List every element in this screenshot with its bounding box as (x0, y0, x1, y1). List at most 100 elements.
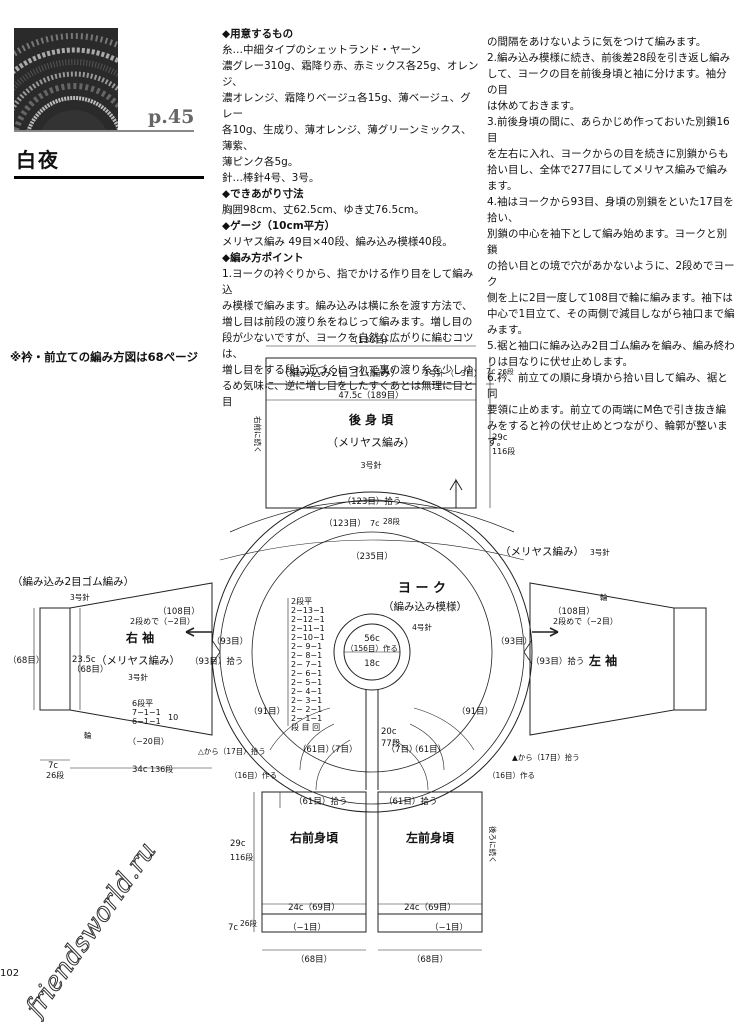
yoke-sleeve-left: （93目） (212, 636, 248, 647)
back-body-shape (265, 357, 477, 509)
points-line: 増し目は前段の渡り糸をねじって編みます。増し目の (222, 316, 473, 328)
points-line: みます。 (487, 324, 528, 336)
points-line: みをすると衿の伏せ止めとつながり、輪郭が整います。 (487, 420, 728, 448)
points-line: るめ気味に、逆に増し目をしたすぐあとは無理に目と目 (222, 380, 474, 408)
inc-row: 2− 7−1 (291, 660, 322, 669)
right-front-rib-len: 7c (228, 923, 238, 933)
points-line: 要領に止めます。前立ての両端にM色で引き抜き編 (487, 404, 727, 416)
front-left-guides (269, 707, 351, 791)
sweater-yoke-photo (14, 28, 118, 132)
yoke-pattern: （編み込み模様） (383, 600, 467, 613)
right-sleeve-underarm: △から（17目）拾う (198, 746, 266, 756)
materials-line: 糸…中細タイプのシェットランド・ヤーン (222, 44, 421, 56)
right-sleeve-cuff (39, 607, 71, 711)
left-front-shape (377, 791, 483, 933)
right-sleeve-rib-needle: 3号針 (70, 592, 90, 602)
title-underline (14, 176, 204, 179)
back-width: 47.5c（189目） (338, 390, 403, 401)
points-line: 1.ヨークの衿ぐりから、指でかける作り目をして編み込 (222, 268, 474, 296)
gauge-text: メリヤス編み 49目×40段、編み込み模様40段。 (222, 236, 453, 248)
inc-row: 2− 2−1 (291, 705, 322, 714)
right-front-shape (261, 791, 367, 933)
neck-outer-circle (333, 613, 411, 691)
back-rib-rows: 26段 (498, 367, 514, 376)
materials-line: 各10g、生成り、薄オレンジ、薄グリーンミックス、薄紫、 (222, 124, 472, 152)
points-line: 4.袖はヨークから93目、身頃の別鎖をといた17目を拾い、 (487, 196, 734, 224)
right-sleeve-stitch: （メリヤス編み） (96, 654, 180, 667)
yoke-inc-right: （91目） (457, 706, 493, 717)
points-line: 増し目をする段に近づくにつれて裏の渡り糸を少しゆ (222, 364, 474, 376)
left-front-pickup: （61目）拾う (384, 796, 437, 807)
page-number: 102 (0, 968, 20, 979)
right-front-title: 右前身頃 (289, 830, 339, 845)
inc-row: 2−10−1 (291, 633, 325, 642)
right-sleeve-body (69, 582, 213, 736)
points-line: は休めておきます。 (487, 100, 581, 112)
inc-row: 2− 4−1 (291, 687, 322, 696)
materials-line: 薄ピンク各5g。 (222, 156, 299, 168)
back-stitch: （メリヤス編み） (327, 435, 415, 449)
yoke-needle: 4号針 (412, 622, 432, 632)
yoke-stitch-needle: 3号針 (590, 547, 610, 557)
points-line: を左右に入れ、ヨークからの目を続きに別鎖からも (487, 148, 729, 160)
back-ribbing-label: （編み込み2目ゴム編み） (279, 366, 401, 379)
right-front-pickup: （61目）拾う (294, 796, 347, 807)
back-body-title: 後 身 頃 (349, 412, 394, 427)
points-line: 3.前後身頃の間に、あらかじめ作っておいた別鎖16目 (487, 116, 730, 144)
left-front-rib-dec: （−1目） (430, 922, 468, 933)
right-sleeve-ribbing: （編み込み2目ゴム編み） (12, 575, 134, 588)
left-sleeve-cuff (674, 607, 707, 711)
points-line: 6.衿、前立ての順に身頃から拾い目して編み、裾と同 (487, 372, 728, 400)
left-side-sts: （16目）作る (488, 770, 535, 780)
inc-row: 2−12−1 (291, 615, 325, 624)
right-sleeve-dec-total: （−20目） (128, 737, 169, 746)
right-front-width: 24c（69目） (288, 902, 340, 913)
front-length: 20c (381, 727, 397, 737)
right-sleeve-dec-1: 6段平 (132, 698, 153, 708)
front-left-b: （7目） (327, 744, 358, 755)
back-raise-arc-2 (219, 539, 525, 561)
inc-row: 2− 5−1 (291, 678, 322, 687)
front-right-a: （7目） (387, 744, 418, 755)
points-line: して、ヨークの目を前後身頃と袖に分けます。袖分の目 (487, 68, 727, 96)
front-right-guides (393, 707, 475, 791)
left-sleeve-pickup: （108目） (553, 606, 595, 617)
right-sleeve-rib-len: 7c (48, 761, 58, 771)
yoke-back-diff-rows: 28段 (383, 516, 401, 526)
yoke-increase-table: 2段平 2−13−1 2−12−1 2−11−1 2−10−1 2− 9−1 2… (291, 596, 325, 732)
back-pickup: （123目）拾う (343, 496, 402, 507)
right-sleeve-title: 右 袖 (125, 630, 154, 645)
pattern-title: 白夜 (16, 148, 60, 172)
right-sleeve-dec-3: 6−1−1 (132, 717, 161, 726)
back-top-width: （136目） (349, 335, 393, 346)
yoke-sleeve-right: （93目） (496, 636, 532, 647)
page-reference: p.45 (148, 106, 195, 128)
materials-line: 濃グレー310g、霜降り赤、赤ミックス各25g、オレンジ、 (222, 60, 479, 88)
points-line: 別鎖の中心を袖下として編み始めます。ヨークと別鎖 (487, 228, 728, 256)
size-text: 胸囲98cm、丈62.5cm、ゆき丈76.5cm。 (222, 204, 425, 216)
size-heading: ◆できあがり寸法 (222, 188, 304, 200)
right-sleeve-width-sts: （68目） (72, 664, 108, 675)
right-front-rib-rows: 26段 (240, 918, 258, 928)
back-rib-needle: 3号針 (424, 368, 444, 378)
page-ref-rule (14, 130, 194, 132)
right-sleeve-dec-times: 10 (168, 713, 178, 722)
right-sleeve-round: 輪 (84, 730, 92, 740)
right-side-sts: （16目）作る (230, 770, 277, 780)
points-line: の間隔をあけないように気をつけて編みます。 (487, 36, 707, 48)
yoke-outer-back: （123目） (324, 518, 366, 529)
inc-row: 2− 9−1 (291, 642, 322, 651)
back-pickup-arrow (449, 478, 463, 508)
inc-row: 2−11−1 (291, 624, 325, 633)
right-sleeve-rib-rows: 26段 (46, 770, 64, 780)
inc-row: 2− 3−1 (291, 696, 322, 705)
inc-row: 2− 1−1 (291, 714, 322, 723)
points-line: 2.編み込み模様に続き、前後差28段を引き返し編み (487, 52, 731, 64)
collar-diagram-note: ※衿・前立ての編み方図は68ページ (10, 350, 198, 364)
materials-heading: ◆用意するもの (222, 28, 294, 40)
front-left-a: （61目） (298, 744, 334, 755)
back-raise-arc (229, 500, 515, 533)
points-line: 側を上に2目一度して108目で輪に編みます。袖下は (487, 292, 733, 304)
right-front-height-rows: 116段 (230, 852, 253, 862)
right-front-bottom: （68目） (296, 954, 332, 965)
